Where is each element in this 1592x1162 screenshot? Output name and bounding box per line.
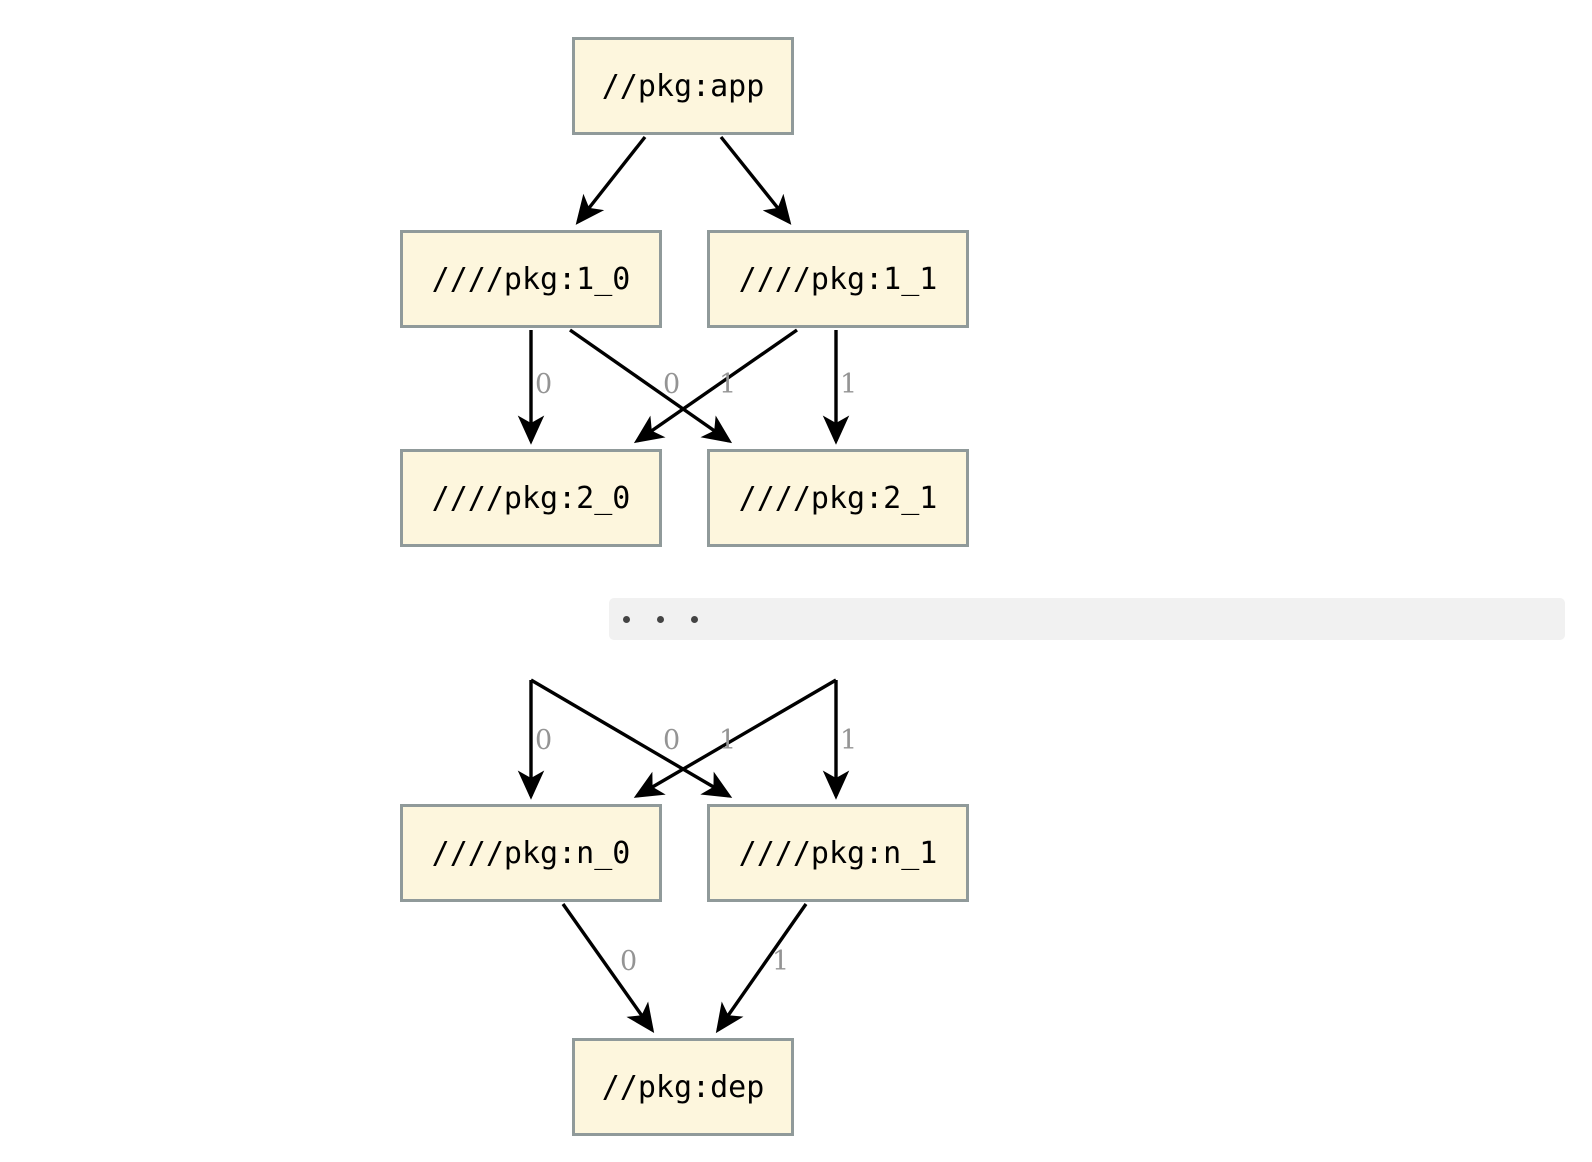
ellipsis-dot [657,615,664,623]
graph-node-ln_0[interactable]: ////pkg:n_0 [400,804,662,902]
graph-edge-l1_0-to-l2_1 [569,328,733,444]
graph-edge-app-to-l1_1 [719,135,792,225]
graph-node-dep[interactable]: //pkg:dep [572,1038,794,1136]
graph-node-l1_1[interactable]: ////pkg:1_1 [707,230,969,328]
graph-edge-label: 0 [535,369,553,400]
graph-edge-elided-to-ln_0 [633,678,837,798]
graph-node-label: //pkg:dep [601,1069,765,1105]
graph-edge-label: 1 [719,725,737,756]
graph-node-label: ////pkg:2_1 [738,480,938,516]
graph-node-l2_0[interactable]: ////pkg:2_0 [400,449,662,547]
graph-node-label: ////pkg:1_1 [738,261,938,297]
graph-edge-label: 1 [840,725,858,756]
graph-node-app[interactable]: //pkg:app [572,37,794,135]
graph-node-l1_0[interactable]: ////pkg:1_0 [400,230,662,328]
graph-edge-label: 1 [719,369,737,400]
graph-edge-label: 0 [663,369,681,400]
edge-group [517,135,850,1034]
ellipsis-dot [691,615,698,623]
graph-node-label: //pkg:app [601,68,765,104]
graph-node-l2_1[interactable]: ////pkg:2_1 [707,449,969,547]
graph-node-label: ////pkg:n_1 [738,835,938,871]
graph-edge-label: 0 [535,725,553,756]
graph-edge-ln_0-to-dep [561,903,655,1034]
graph-edge-l1_1-to-l2_0 [633,328,798,444]
graph-node-label: ////pkg:n_0 [431,835,631,871]
graph-edge-label: 0 [663,725,681,756]
graph-node-ln_1[interactable]: ////pkg:n_1 [707,804,969,902]
graph-node-label: ////pkg:1_0 [431,261,631,297]
graph-edge-label: 1 [840,369,858,400]
graph-edge-elided-to-ln_1 [530,678,733,798]
graph-edge-ln_1-to-dep [715,903,808,1034]
graph-edge-label: 0 [620,946,638,977]
graph-edge-app-to-l1_0 [575,135,647,225]
graph-edge-label: 1 [772,946,790,977]
elision-band [609,598,1565,640]
ellipsis-dot [623,615,630,623]
graph-node-label: ////pkg:2_0 [431,480,631,516]
